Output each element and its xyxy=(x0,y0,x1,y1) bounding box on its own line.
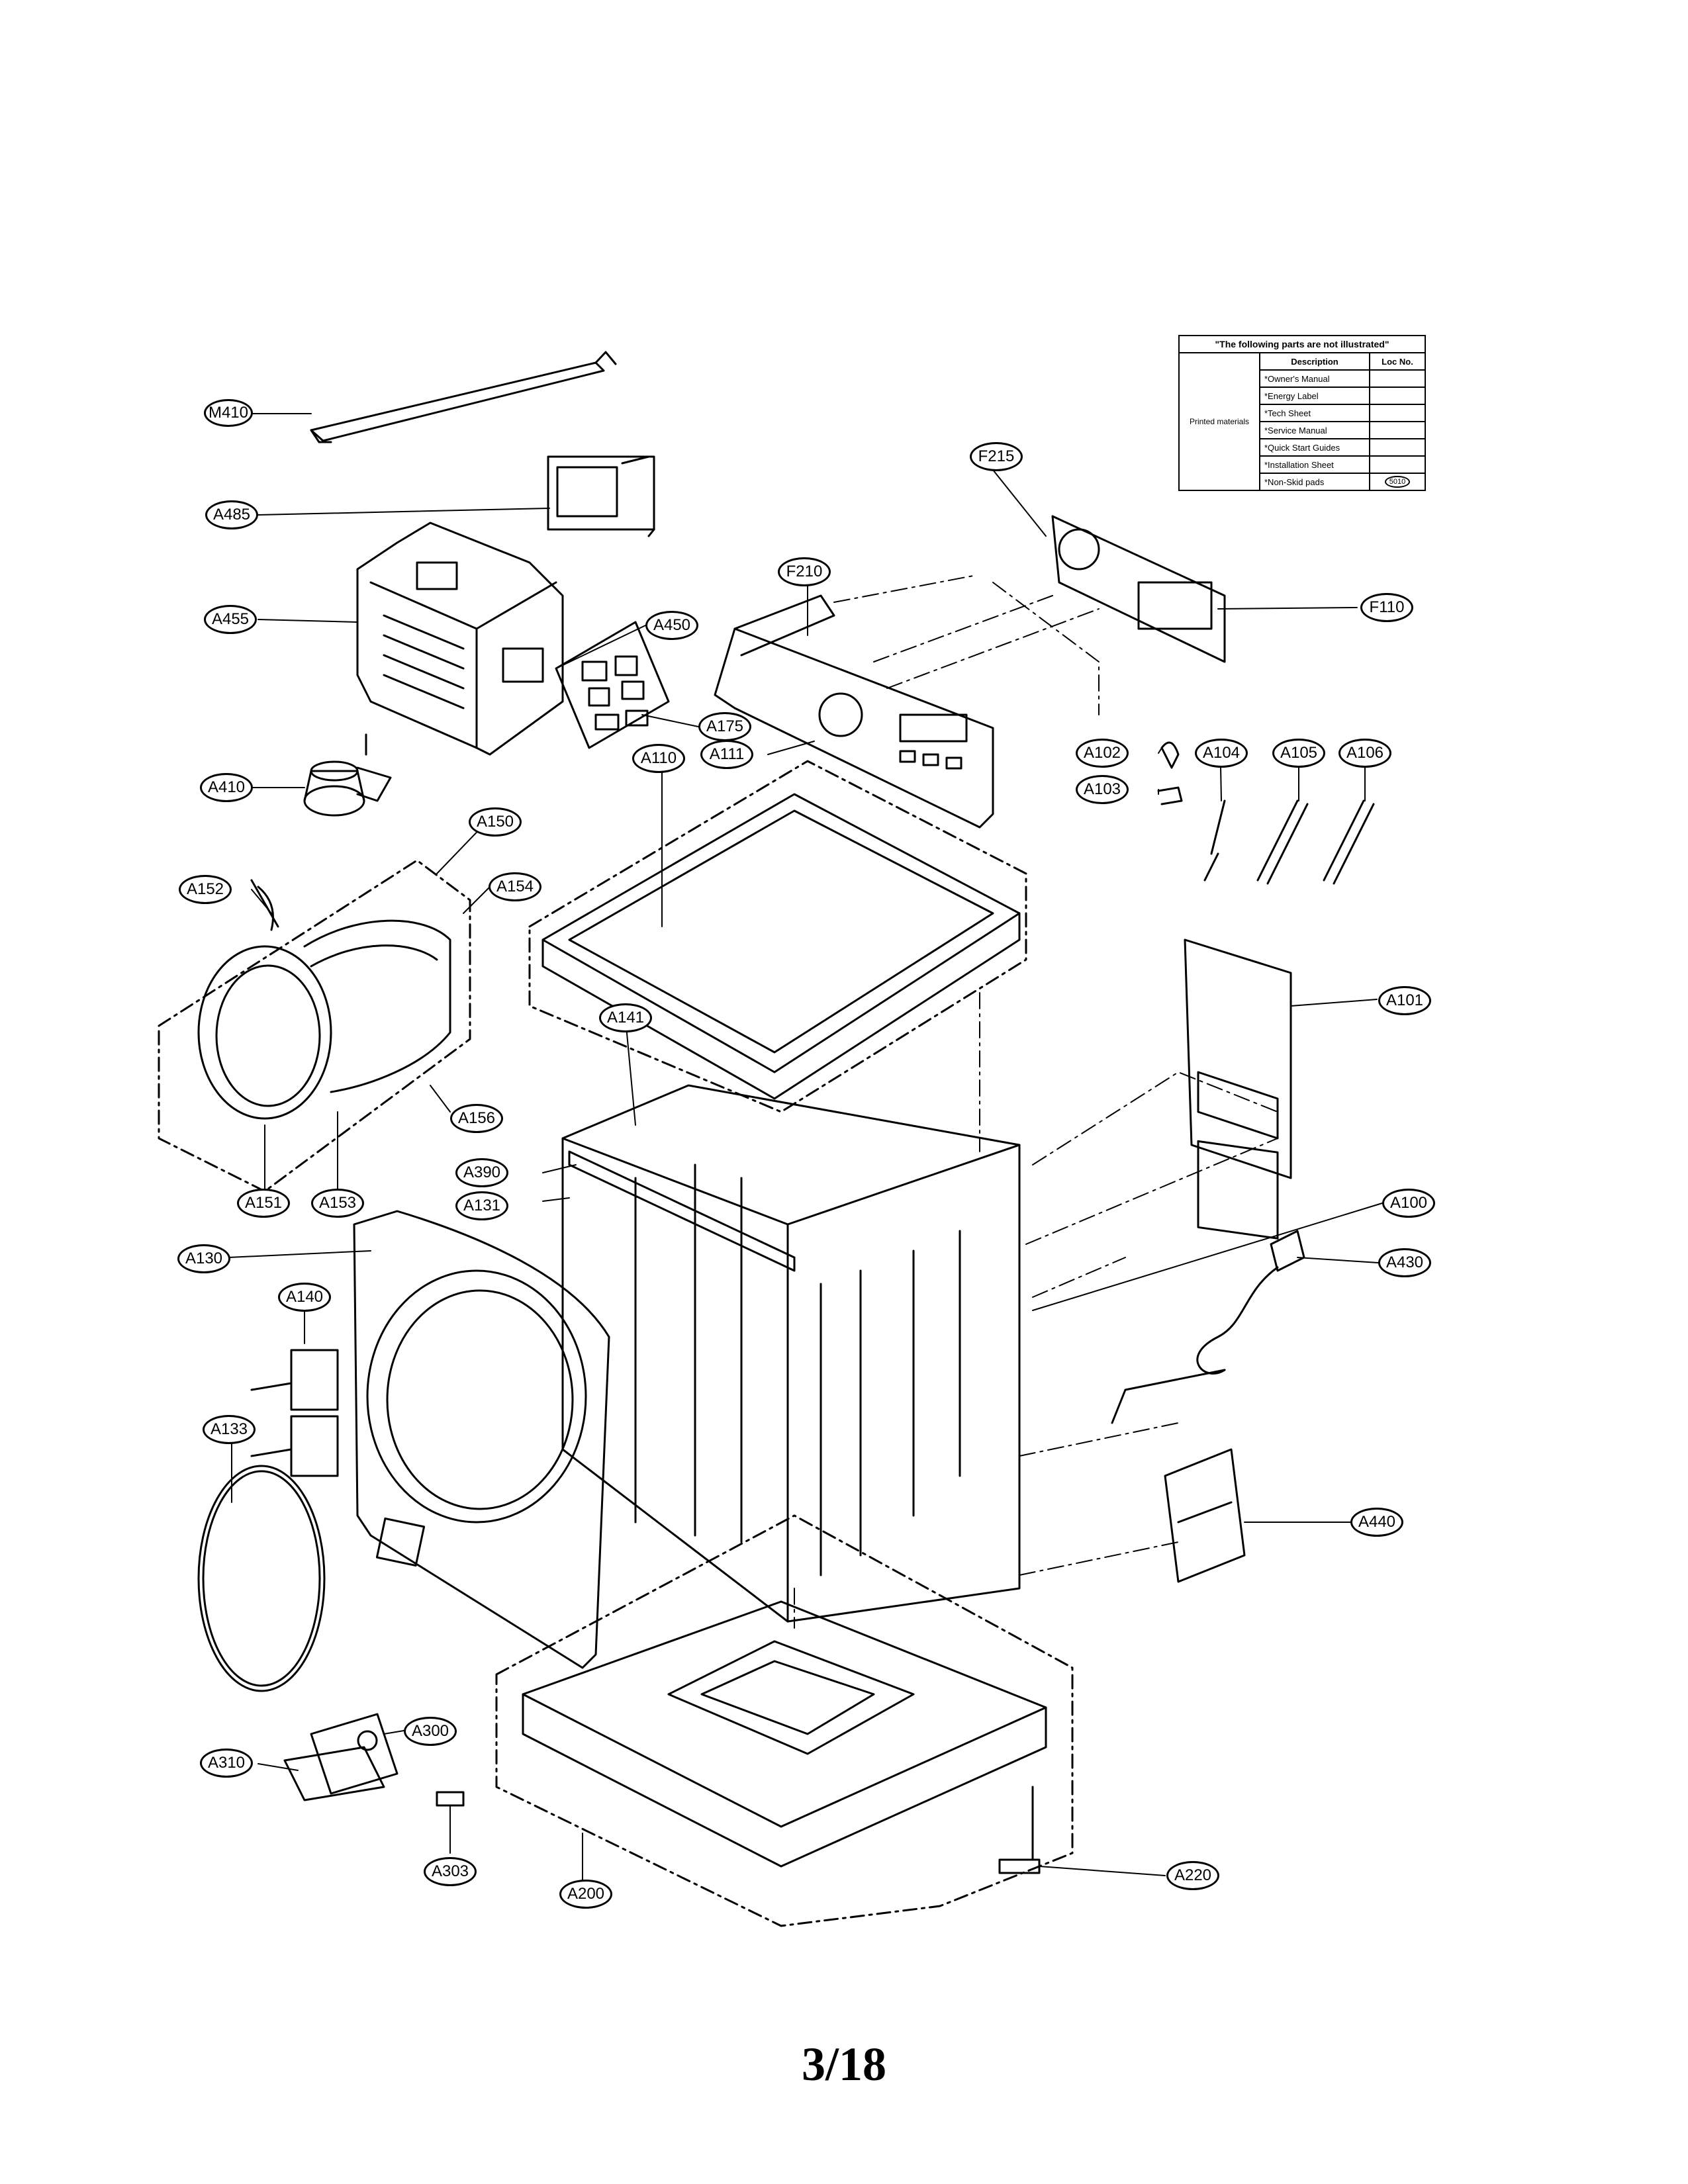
power-cord xyxy=(1111,1230,1305,1424)
row-description: *Energy Label xyxy=(1259,387,1370,405)
row-loc xyxy=(1369,455,1426,474)
callout-a111: A111 xyxy=(700,740,753,769)
column-header-loc: Loc No. xyxy=(1369,352,1426,371)
callout-a106: A106 xyxy=(1338,739,1391,768)
table-row: *Service Manual xyxy=(1179,421,1426,439)
rear-cover xyxy=(1184,938,1292,1240)
callout-a103: A103 xyxy=(1076,775,1129,804)
projection-lines xyxy=(794,575,1278,1629)
callout-a102: A102 xyxy=(1076,739,1129,768)
callout-a140: A140 xyxy=(278,1283,331,1312)
main-pcb-assembly xyxy=(356,522,564,756)
dampers xyxy=(1203,799,1375,885)
relay-group xyxy=(555,621,670,749)
callout-a150: A150 xyxy=(469,807,522,837)
cabinet-body xyxy=(561,1084,1021,1623)
callout-f210: F210 xyxy=(778,557,831,586)
callout-a105: A105 xyxy=(1272,739,1325,768)
callout-a100: A100 xyxy=(1382,1189,1435,1218)
page-number: 3/18 xyxy=(801,2038,886,2091)
callout-a455: A455 xyxy=(204,605,257,634)
leader-lines xyxy=(228,413,1383,1880)
front-panel xyxy=(353,1210,610,1669)
callout-f215: F215 xyxy=(970,442,1023,471)
callout-a130: A130 xyxy=(177,1244,230,1273)
callout-a151: A151 xyxy=(237,1189,290,1218)
table-row: *Owner's Manual xyxy=(1179,369,1426,388)
callout-a175: A175 xyxy=(698,712,751,741)
base-frame xyxy=(522,1600,1047,1868)
row-loc xyxy=(1369,438,1426,457)
row-loc xyxy=(1369,387,1426,405)
base-outline xyxy=(495,1514,1074,1927)
callout-a131: A131 xyxy=(455,1191,508,1220)
callout-m410: M410 xyxy=(204,399,253,427)
row-description: *Installation Sheet xyxy=(1259,455,1370,474)
motor-pump xyxy=(303,733,392,817)
table-category: Printed materials xyxy=(1178,352,1260,491)
table-row: *Installation Sheet xyxy=(1179,455,1426,474)
table-row: *Quick Start Guides xyxy=(1179,438,1426,457)
callout-a133: A133 xyxy=(203,1415,256,1444)
callout-f110: F110 xyxy=(1360,593,1413,622)
callout-a220: A220 xyxy=(1166,1861,1219,1890)
filter-plug xyxy=(436,1791,465,1807)
top-cover-outline xyxy=(528,760,1027,1113)
table-row: *Tech Sheet xyxy=(1179,404,1426,422)
top-bracket-bar xyxy=(310,351,617,443)
loc-badge: 5010 xyxy=(1384,476,1411,488)
row-description: *Owner's Manual xyxy=(1259,369,1370,388)
callout-a410: A410 xyxy=(200,773,253,802)
table-title: "The following parts are not illustrated… xyxy=(1178,335,1426,353)
parts-not-illustrated-table: "The following parts are not illustrated… xyxy=(1178,335,1426,491)
row-loc xyxy=(1369,421,1426,439)
door-gasket-ring xyxy=(197,879,451,1120)
control-pcb xyxy=(1051,515,1226,663)
noise-filter xyxy=(1164,1448,1246,1583)
callout-a141: A141 xyxy=(599,1003,652,1032)
row-loc xyxy=(1369,404,1426,422)
callout-a101: A101 xyxy=(1378,986,1431,1015)
callout-a156: A156 xyxy=(450,1104,503,1133)
callout-a485: A485 xyxy=(205,500,258,529)
row-description: *Service Manual xyxy=(1259,421,1370,439)
column-header-description: Description xyxy=(1259,352,1370,371)
control-panel xyxy=(714,594,994,829)
callout-a200: A200 xyxy=(559,1880,612,1909)
callout-a430: A430 xyxy=(1378,1248,1431,1277)
door-assembly-outline xyxy=(158,859,471,1193)
callout-a310: A310 xyxy=(200,1749,253,1778)
frame-bar xyxy=(568,1150,796,1272)
callout-a300: A300 xyxy=(404,1717,457,1746)
callout-a440: A440 xyxy=(1350,1508,1403,1537)
callout-a154: A154 xyxy=(489,872,541,901)
callout-a390: A390 xyxy=(455,1158,508,1187)
top-cover xyxy=(541,793,1021,1100)
table-row: *Energy Label xyxy=(1179,387,1426,405)
row-description: *Tech Sheet xyxy=(1259,404,1370,422)
table-row: *Non-Skid pads 5010 xyxy=(1179,473,1426,491)
callout-a303: A303 xyxy=(424,1857,477,1886)
clamp-ring xyxy=(197,1465,326,1692)
row-description: *Non-Skid pads xyxy=(1259,473,1370,491)
row-description: *Quick Start Guides xyxy=(1259,438,1370,457)
knob-and-clip xyxy=(1157,741,1183,805)
callout-a153: A153 xyxy=(311,1189,364,1218)
row-loc xyxy=(1369,369,1426,388)
leveling-leg xyxy=(998,1786,1041,1874)
callout-a104: A104 xyxy=(1195,739,1248,768)
callout-a152: A152 xyxy=(179,875,232,904)
door-hinges xyxy=(250,1349,339,1477)
callout-a110: A110 xyxy=(632,744,685,773)
filter-cover xyxy=(283,1713,399,1801)
callout-a450: A450 xyxy=(645,611,698,640)
display-pcb xyxy=(547,455,655,537)
